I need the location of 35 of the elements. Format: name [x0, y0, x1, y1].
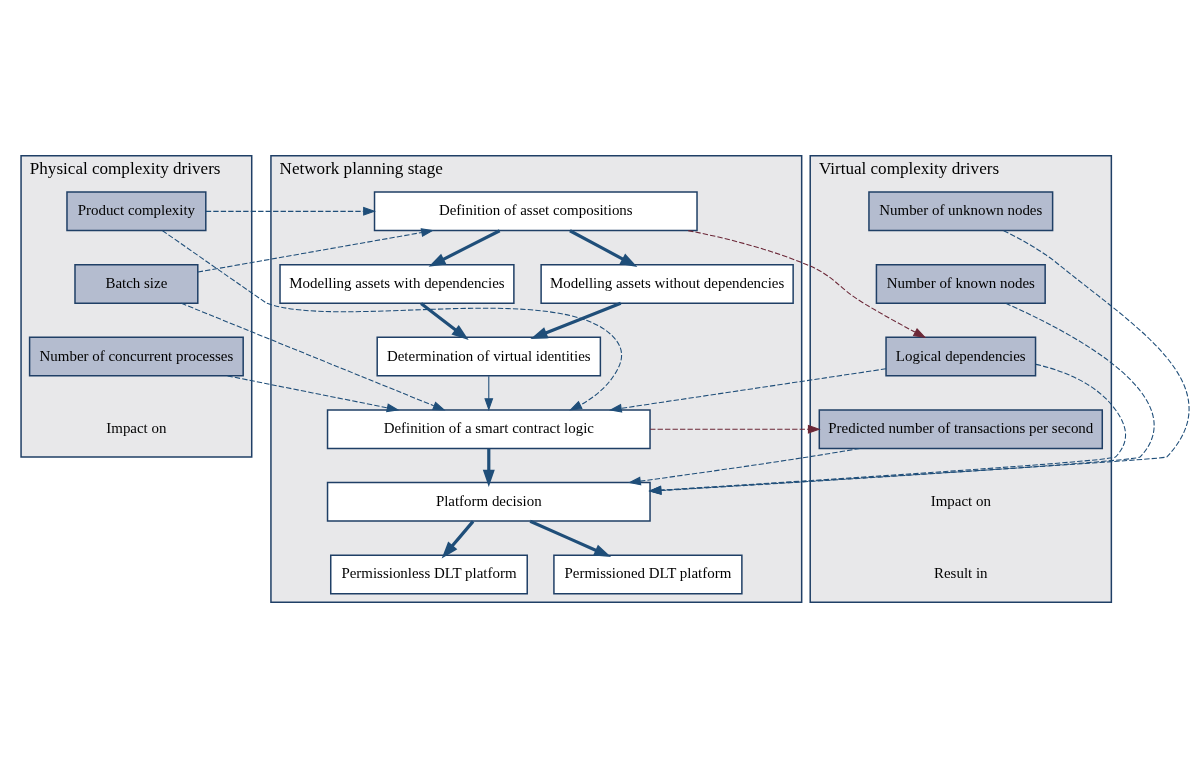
arrow — [529, 519, 612, 558]
arrow — [569, 229, 638, 267]
node-box: Modelling assets without dependencies — [540, 264, 794, 304]
node-box: Logical dependencies — [885, 336, 1037, 377]
node-box: Modelling assets with dependencies — [279, 264, 515, 304]
arrow — [162, 230, 623, 411]
arrow — [687, 230, 927, 338]
node-box: Predicted number of transactions per second — [818, 409, 1104, 450]
node-box: Platform decision — [326, 481, 651, 522]
arrow — [530, 301, 622, 340]
arrow — [482, 448, 495, 487]
arrow — [428, 229, 501, 267]
node-box: Product complexity — [66, 191, 207, 232]
arrow — [197, 228, 434, 273]
node-box: Number of unknown nodes — [868, 191, 1054, 232]
arrow — [180, 302, 446, 411]
legend-label: Impact on — [106, 420, 167, 437]
arrow — [420, 302, 469, 341]
node-box: Number of known nodes — [875, 264, 1046, 304]
node-box: Permissioned DLT platform — [553, 554, 743, 595]
arrow — [441, 520, 475, 559]
node-box: Definition of asset compositions — [373, 191, 698, 232]
arrow — [649, 424, 821, 434]
node-box: Definition of a smart contract logic — [326, 409, 651, 450]
arrow — [628, 447, 861, 486]
arrow — [227, 375, 400, 413]
arrow — [608, 368, 887, 413]
arrow — [484, 375, 494, 412]
node-box: Number of concurrent processes — [28, 336, 244, 377]
node-box: Batch size — [74, 264, 199, 304]
legend-label: Result in — [934, 565, 988, 582]
arrow — [205, 206, 376, 216]
node-box: Permissionless DLT platform — [330, 554, 528, 595]
node-box: Determination of virtual identities — [376, 336, 602, 377]
legend-label: Impact on — [930, 492, 991, 509]
